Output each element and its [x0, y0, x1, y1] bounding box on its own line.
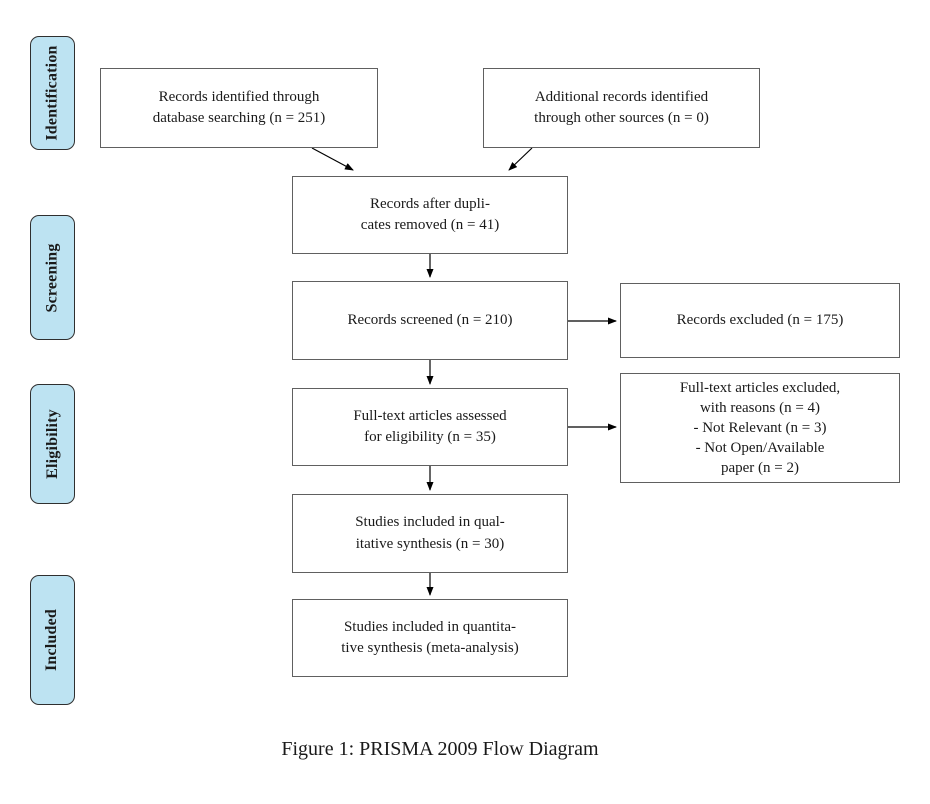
- stage-label-text: Eligibility: [43, 409, 61, 479]
- box-text-line: database searching (n = 251): [152, 110, 326, 126]
- box-duplicates-removed: Records after dupli- cates removed (n = …: [292, 176, 568, 254]
- box-text-line: for eligibility (n = 35): [364, 429, 496, 445]
- stage-label-text: Identification: [43, 45, 61, 141]
- box-records-identified: Records identified through database sear…: [100, 68, 378, 148]
- stage-label-screening: Screening: [30, 215, 75, 340]
- box-quantitative-synthesis: Studies included in quantita- tive synth…: [292, 599, 568, 677]
- box-text-line: itative synthesis (n = 30): [355, 535, 505, 552]
- box-text-line: tive synthesis (meta-analysis): [341, 640, 519, 656]
- box-text-line: Full-text articles excluded,: [679, 379, 841, 396]
- box-text-line: Studies included in qual-: [355, 514, 505, 531]
- box-text-line: through other sources (n = 0): [534, 110, 709, 126]
- box-records-excluded: Records excluded (n = 175): [620, 283, 900, 358]
- box-text-line: - Not Relevant (n = 3): [693, 419, 827, 436]
- box-text-line: Records excluded (n = 175): [676, 311, 844, 328]
- box-text-line: Records screened (n = 210): [347, 311, 513, 328]
- box-text-line: paper (n = 2): [720, 460, 799, 477]
- box-fulltext-assessed: Full-text articles assessed for eligibil…: [292, 388, 568, 466]
- box-text-line: Studies included in quantita-: [343, 618, 517, 635]
- box-text-line: Records after dupli-: [370, 195, 490, 212]
- stage-label-text: Included: [43, 608, 61, 672]
- box-text-line: cates removed (n = 41): [360, 217, 500, 233]
- arrow-identified-to-duplicates: [311, 147, 354, 171]
- box-records-screened: Records screened (n = 210): [292, 281, 568, 360]
- box-additional-records: Additional records identified through ot…: [483, 68, 760, 148]
- arrow-additional-to-duplicates: [508, 147, 533, 171]
- box-text-line: Full-text articles assessed: [353, 407, 507, 424]
- stage-label-identification: Identification: [30, 36, 75, 150]
- stage-label-included: Included: [30, 575, 75, 705]
- box-text-line: Records identified through: [158, 88, 320, 105]
- stage-label-eligibility: Eligibility: [30, 384, 75, 504]
- figure-caption: Figure 1: PRISMA 2009 Flow Diagram: [281, 738, 599, 760]
- box-text-line: with reasons (n = 4): [699, 399, 821, 416]
- stage-label-text: Screening: [43, 242, 61, 313]
- box-qualitative-synthesis: Studies included in qual- itative synthe…: [292, 494, 568, 573]
- box-text-line: - Not Open/Available: [695, 440, 825, 457]
- box-text-line: Additional records identified: [534, 88, 709, 105]
- box-fulltext-excluded: Full-text articles excluded, with reason…: [620, 373, 900, 483]
